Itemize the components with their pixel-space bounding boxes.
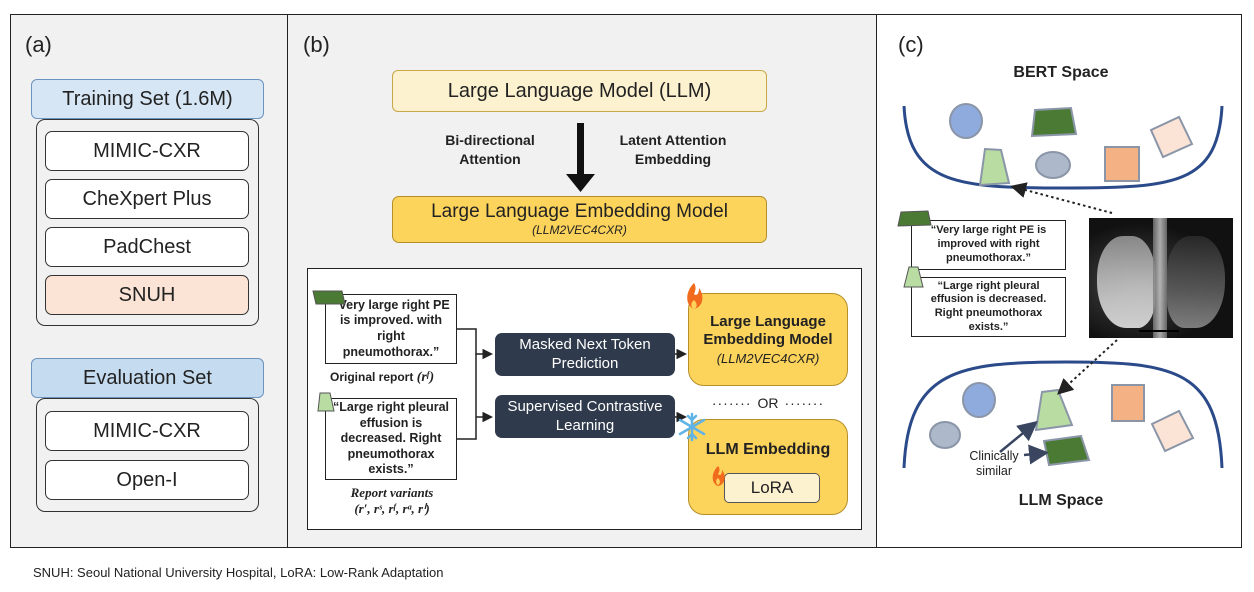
lle-trainable-box: Large Language Embedding Model (LLM2VEC4… xyxy=(688,293,848,386)
panel-b-label: (b) xyxy=(303,32,330,57)
or-dots-right: ······· xyxy=(784,395,825,411)
dataset-mimic-cxr: MIMIC-CXR xyxy=(45,131,249,171)
panel-c-report2: “Large right pleural effusion is decreas… xyxy=(911,277,1066,337)
footnote: SNUH: Seoul National University Hospital… xyxy=(33,565,444,580)
bert-peach-square-shape xyxy=(1149,115,1194,159)
dataset-chexpert-plus: CheXpert Plus xyxy=(45,179,249,219)
llm-embedding-title: LLM Embedding xyxy=(705,441,831,458)
report-variants-symbols: (r′, rˢ, rᶠ, rᵃ, rⁱ) xyxy=(354,501,430,517)
masked-next-token-box: Masked Next Token Prediction xyxy=(495,333,675,376)
lle-trainable-subtitle: (LLM2VEC4CXR) xyxy=(716,351,820,366)
lle-subtitle: (LLM2VEC4CXR) xyxy=(532,222,627,237)
llm-box: Large Language Model (LLM) xyxy=(392,70,767,112)
panel-a-label: (a) xyxy=(25,32,52,57)
bert-blue-circle-shape xyxy=(949,103,983,139)
training-set-header: Training Set (1.6M) xyxy=(31,79,264,119)
llm-blue-circle-shape xyxy=(962,382,996,418)
llm-peach-square-shape xyxy=(1150,409,1195,453)
xray-spine xyxy=(1153,218,1167,338)
panel-c-label: (c) xyxy=(898,32,924,57)
dataset-padchest: PadChest xyxy=(45,227,249,267)
llm-orange-square-shape xyxy=(1111,384,1145,422)
connector-lines xyxy=(457,328,687,440)
bidirectional-attention-label: Bi-directional Attention xyxy=(445,132,535,167)
original-report-label: Original report (rᶠ) xyxy=(330,370,460,386)
original-report-symbol: (rᶠ) xyxy=(416,370,435,385)
fire-icon-small xyxy=(712,466,725,486)
bert-light-trapezoid-shape xyxy=(978,147,1011,187)
chest-xray-image xyxy=(1089,218,1233,338)
eval-mimic-cxr: MIMIC-CXR xyxy=(45,411,249,451)
lle-title: Large Language Embedding Model xyxy=(431,201,728,223)
lle-trainable-title: Large Language Embedding Model xyxy=(703,313,833,348)
llm-space-curve xyxy=(902,360,1224,469)
panel-c-light-trapezoid-icon xyxy=(903,266,924,288)
variant-report-box: “Large right pleural effusion is decreas… xyxy=(325,398,457,480)
dotted-arrow-to-bert xyxy=(1010,182,1113,214)
xray-right-lung xyxy=(1097,236,1155,328)
llm-gray-ellipse-shape xyxy=(929,421,961,449)
dataset-snuh: SNUH xyxy=(45,275,249,315)
lora-box: LoRA xyxy=(724,473,820,503)
eval-open-i: Open-I xyxy=(45,460,249,500)
similar-arrow-right xyxy=(1023,444,1049,465)
panel-c-report1: “Very large right PE is improved with ri… xyxy=(911,220,1066,270)
or-label: OR xyxy=(757,395,779,411)
supervised-contrastive-box: Supervised Contrastive Learning xyxy=(495,395,675,438)
bert-space-label: BERT Space xyxy=(1013,64,1109,81)
xray-marker xyxy=(1139,330,1179,332)
down-arrow xyxy=(566,123,595,192)
evaluation-set-header: Evaluation Set xyxy=(31,358,264,398)
original-report-box: “Very large right PE is improved. with r… xyxy=(325,294,457,364)
fire-icon xyxy=(687,283,703,309)
llm-space-label: LLM Space xyxy=(1018,492,1104,509)
bert-orange-square-shape xyxy=(1104,146,1140,182)
snowflake-icon xyxy=(678,412,706,442)
dotted-arrow-to-llm xyxy=(1057,339,1118,395)
panel-c-dark-trapezoid-icon xyxy=(897,210,932,227)
similar-arrow-up xyxy=(999,420,1038,453)
bert-dark-trapezoid-shape xyxy=(1030,106,1078,138)
latent-attention-label: Latent Attention Embedding xyxy=(619,132,727,167)
or-separator: ······· OR ······· xyxy=(696,395,840,411)
report-variants-text: Report variants xyxy=(350,485,434,500)
clinically-similar-label: Clinically similar xyxy=(969,449,1019,478)
bert-gray-ellipse-shape xyxy=(1035,151,1071,179)
llm-light-trapezoid-shape xyxy=(1034,388,1074,432)
llm-dark-trapezoid-shape xyxy=(1042,434,1091,467)
light-trapezoid-icon xyxy=(317,392,335,412)
bert-space-curve xyxy=(902,105,1224,190)
xray-left-lung xyxy=(1167,236,1225,328)
or-dots-left: ······· xyxy=(711,395,752,411)
dark-trapezoid-icon xyxy=(312,290,346,305)
lle-box: Large Language Embedding Model (LLM2VEC4… xyxy=(392,196,767,243)
original-report-text: Original report xyxy=(330,370,414,384)
report-variants-label: Report variants (r′, rˢ, rᶠ, rᵃ, rⁱ) xyxy=(322,485,462,518)
